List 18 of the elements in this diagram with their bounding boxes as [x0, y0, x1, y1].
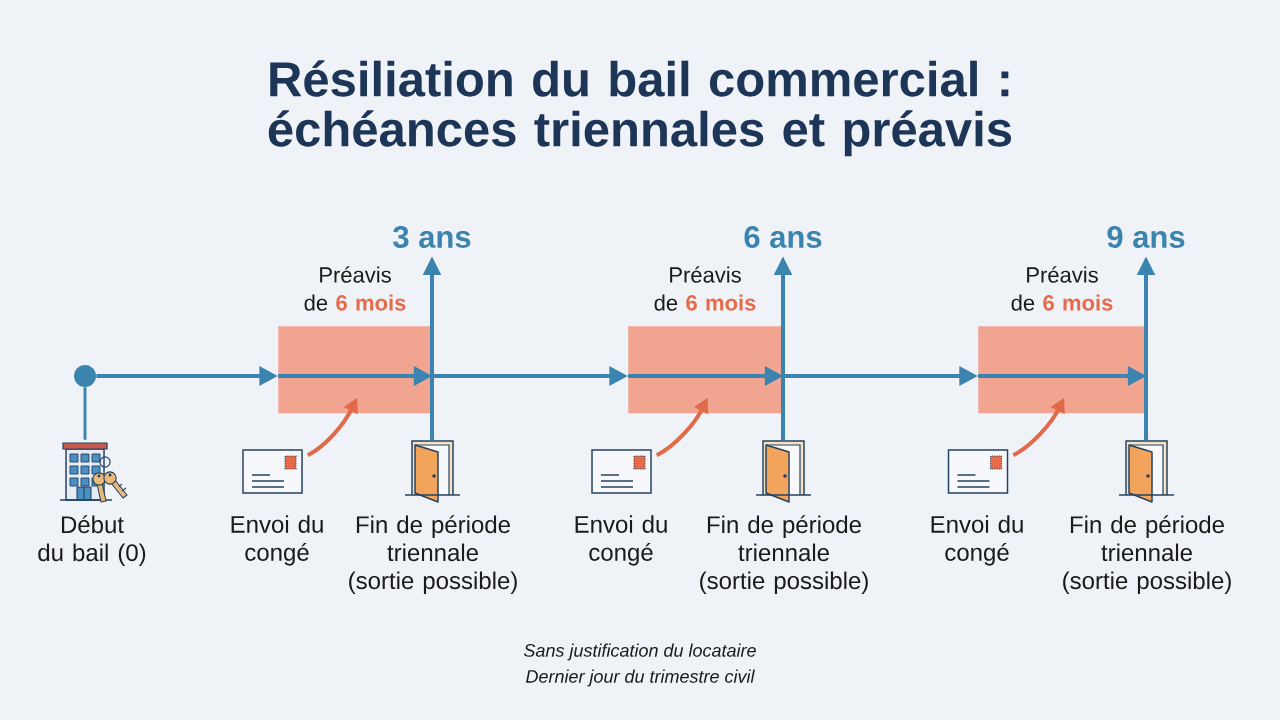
year-label: 6 ans: [744, 226, 822, 248]
node-label: Envoi du congé: [575, 515, 667, 566]
year-label: 9 ans: [1107, 226, 1185, 248]
node-label: Fin de période triennale (sortie possible): [349, 515, 517, 594]
connector-line: [83, 387, 87, 440]
year-label: 3 ans: [393, 226, 471, 248]
title: Résiliation du bail commercial : échéances triennales et préavis: [268, 60, 1011, 157]
heading: Préavis de 6 mois: [304, 266, 406, 311]
node-label: Envoi du congé: [931, 515, 1023, 566]
node-label: Fin de période triennale (sortie possible): [1063, 515, 1231, 594]
node-label: Début du bail (0): [38, 515, 146, 566]
timeline-dot: [74, 365, 96, 387]
heading: Préavis de 6 mois: [1011, 266, 1113, 311]
node-label: Fin de période triennale (sortie possible): [700, 515, 868, 594]
heading: Préavis de 6 mois: [654, 266, 756, 311]
note: Dernier jour du trimestre civil: [526, 669, 755, 687]
note: Sans justification du locataire: [523, 643, 756, 661]
node-label: Envoi du congé: [231, 515, 323, 566]
